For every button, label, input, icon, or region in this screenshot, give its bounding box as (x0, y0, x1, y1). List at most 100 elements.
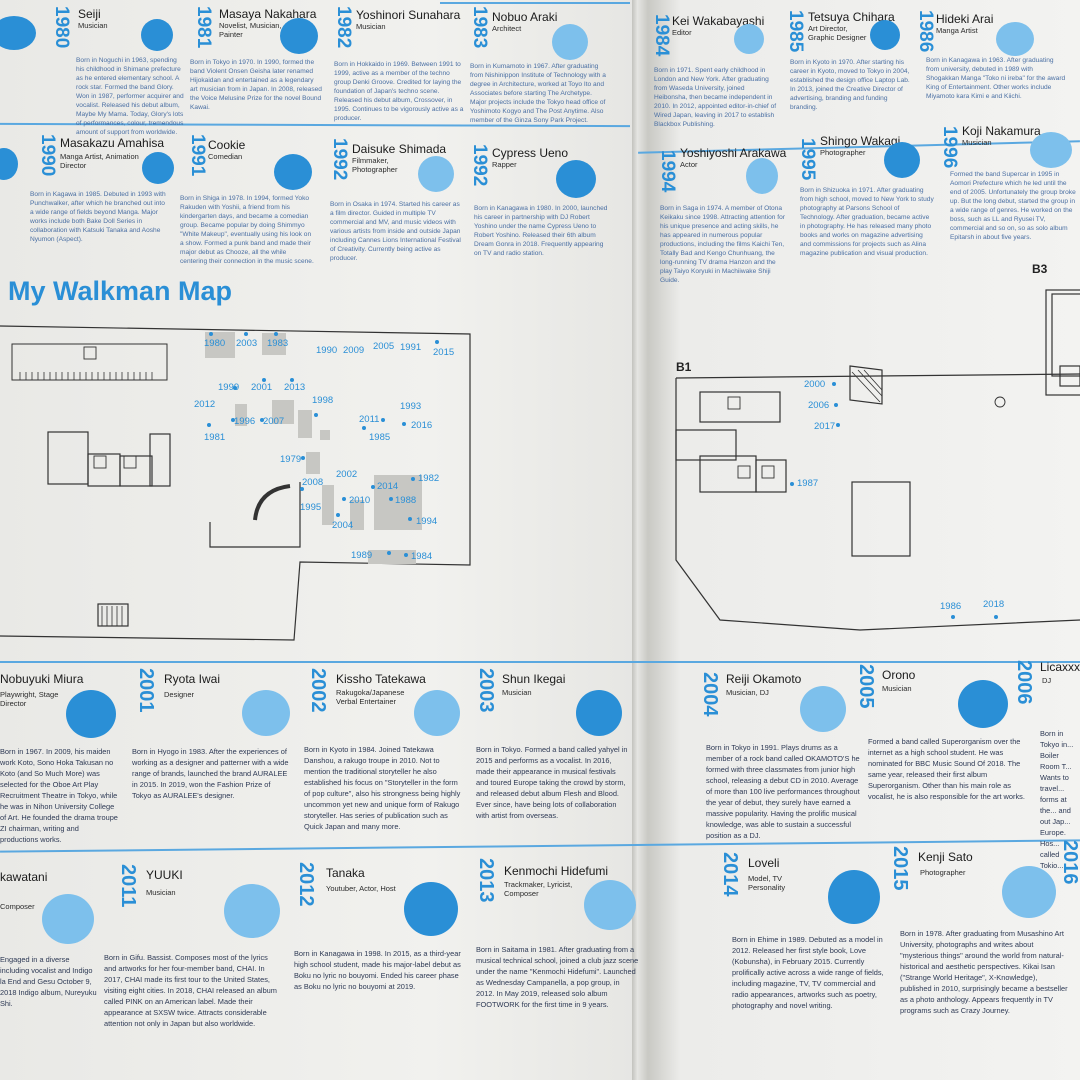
portrait-avatar (414, 690, 460, 736)
year-label: 1990 (37, 134, 58, 177)
year-label: 1980 (51, 6, 72, 49)
map-year-label: 1985 (369, 432, 391, 443)
map-year-label: 1986 (940, 601, 962, 612)
portrait-avatar (576, 690, 622, 736)
person-role: Musician (356, 22, 386, 31)
year-label: 2002 (307, 668, 329, 713)
person-bio: Born in Tokyo. Formed a band called yahy… (476, 745, 628, 820)
person-bio: Born in Gifu. Bassist. Composes most of … (104, 953, 277, 1028)
year-label: 2011 (117, 864, 139, 908)
year-label: 1994 (657, 150, 678, 193)
person-name: Cookie (208, 138, 246, 152)
portrait-avatar (800, 686, 846, 732)
map-title: My Walkman Map (8, 276, 233, 306)
person-bio: Born in Kanagawa in 1963. After graduati… (926, 57, 1066, 100)
map-year-label: 1982 (418, 473, 440, 484)
map-year-label: 2018 (983, 599, 1005, 610)
map-year-label: 1990 (316, 345, 338, 356)
person-bio: Born in Tokyo in... Boiler Room T... Wan… (1040, 729, 1074, 870)
person-name: Hideki Arai (936, 12, 994, 26)
map-year-label: 2012 (194, 399, 216, 410)
person-role: Musician (962, 138, 992, 147)
portrait-avatar (884, 142, 920, 178)
map-year-label: 2005 (373, 341, 395, 352)
person-name: Nobuo Araki (492, 10, 558, 24)
person-bio: Formed the band Supercar in 1995 in Aomo… (950, 171, 1076, 241)
portrait-avatar (224, 884, 280, 938)
portrait-avatar (42, 894, 94, 944)
person-role: Filmmaker, Photographer (352, 156, 398, 174)
year-label: 1985 (785, 10, 806, 53)
person-bio: Formed a band called Superorganism over … (868, 737, 1025, 801)
map-year-label: 1998 (312, 395, 334, 406)
portrait-avatar (870, 20, 900, 50)
map-year-label: 1996 (234, 416, 256, 427)
portrait-avatar (418, 156, 454, 192)
year-label: 2015 (889, 846, 911, 891)
person-name: YUUKI (146, 868, 183, 882)
page-fold (632, 0, 638, 1080)
person-name: Shingo Wakagi (820, 134, 901, 148)
year-label: 2005 (855, 664, 877, 709)
person-bio: Born in Osaka in 1974. Started his caree… (330, 201, 461, 262)
map-year-label: 2017 (814, 421, 836, 432)
person-bio: Born in Ehime in 1989. Debuted as a mode… (732, 935, 884, 1010)
map-year-label: 1979 (280, 454, 302, 465)
person-name: Yoshiyoshi Arakawa (680, 146, 787, 160)
year-label: 2016 (1059, 840, 1080, 885)
year-label: 1984 (651, 14, 672, 57)
person-role: Manga Artist (936, 26, 978, 35)
person-role: Musician (146, 888, 176, 897)
portrait-avatar (142, 152, 174, 184)
person-role: Musician (502, 688, 532, 697)
portrait-avatar (0, 148, 18, 180)
portrait-avatar (828, 870, 880, 924)
person-name: Tetsuya Chihara (808, 10, 895, 24)
map-year-label: 1993 (400, 401, 422, 412)
person-name: Nobuyuki Miura (0, 672, 84, 686)
floor-label: B3 (1032, 262, 1048, 276)
person-role: Playwright, Stage Director (0, 690, 59, 708)
person-name: Kenji Sato (918, 850, 973, 864)
year-label: 2012 (295, 862, 317, 907)
person-name: Ryota Iwai (164, 672, 221, 686)
person-bio: Born in 1967. In 2009, his maiden work K… (0, 747, 118, 844)
map-year-label: 2011 (359, 414, 380, 425)
person-bio: Born in 1978. After graduating from Musa… (900, 929, 1068, 1015)
portrait-avatar (404, 882, 458, 936)
person-role: Art Director, Graphic Designer (808, 24, 867, 42)
portrait-avatar (734, 24, 764, 54)
map-year-label: 2003 (236, 338, 258, 349)
person-name: Kenmochi Hidefumi (504, 864, 609, 878)
person-role: Architect (492, 24, 522, 33)
person-role: Model, TV Personality (748, 874, 786, 892)
floor-label: B1 (676, 360, 692, 374)
map-year-label: 2016 (411, 420, 433, 431)
map-year-label: 2014 (377, 481, 399, 492)
person-role: Photographer (920, 868, 966, 877)
map-year-label: 1988 (395, 495, 417, 506)
year-label: 2004 (699, 672, 721, 717)
year-label: 1992 (469, 144, 490, 187)
year-label: 1983 (469, 6, 490, 49)
year-label: 2006 (1013, 660, 1035, 705)
person-name: Masaya Nakahara (219, 7, 317, 21)
person-name: Loveli (748, 856, 780, 870)
map-year-label: 1983 (267, 338, 289, 349)
person-role: DJ (1042, 676, 1052, 685)
person-bio: Born in Kyoto in 1970. After starting hi… (790, 59, 910, 111)
person-role: Novelist, Musician, Painter (219, 21, 282, 39)
person-bio: Born in Kanagawa in 1980. In 2000, launc… (474, 205, 608, 257)
person-name: Licaxxx (1040, 660, 1080, 674)
map-year-label: 1995 (300, 502, 322, 513)
map-year-label: 1989 (351, 550, 373, 561)
person-role: Musician (78, 21, 108, 30)
person-name: Kei Wakabayashi (672, 14, 765, 28)
person-name: Kissho Tatekawa (336, 672, 426, 686)
portrait-avatar (280, 18, 318, 54)
person-role: Rapper (492, 160, 517, 169)
year-label: 1982 (333, 6, 354, 49)
person-name: Daisuke Shimada (352, 142, 447, 156)
person-bio: Born in Tokyo in 1991. Plays drums as a … (706, 743, 860, 840)
map-year-label: 2002 (336, 469, 358, 480)
